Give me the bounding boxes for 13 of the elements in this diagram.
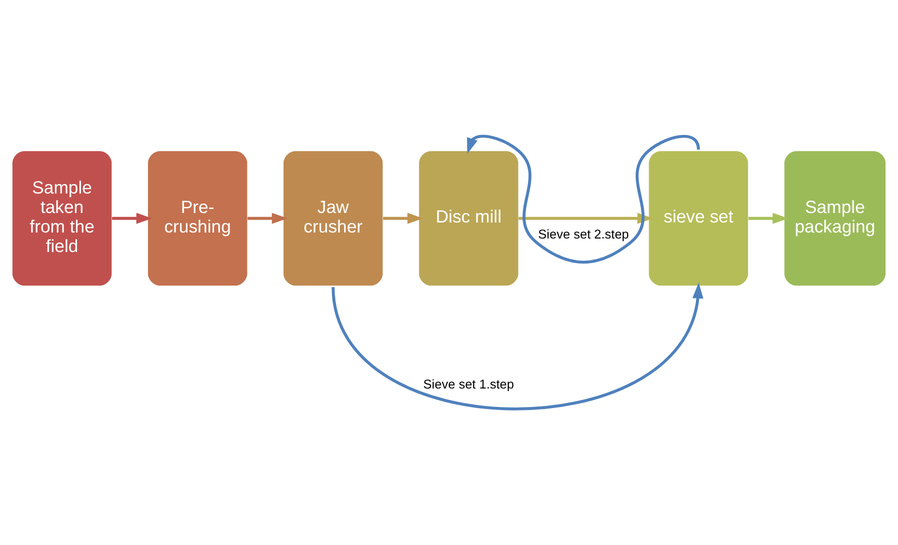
edge-label: Sieve set 2.step (538, 226, 629, 242)
arrow (112, 212, 152, 224)
node-box: sieve set (648, 151, 748, 286)
node-box: Disc mill (419, 151, 518, 286)
arrow (332, 282, 704, 410)
node-box: Jaw crusher (284, 151, 383, 286)
arrow (248, 212, 288, 224)
node-box: Sample packaging (784, 151, 886, 286)
node-box: Pre- crushing (148, 151, 248, 286)
arrow (748, 212, 788, 224)
edge-label: Sieve set 1.step (423, 376, 514, 392)
node-box: Sample taken from the field (12, 151, 112, 286)
arrow (383, 212, 424, 224)
